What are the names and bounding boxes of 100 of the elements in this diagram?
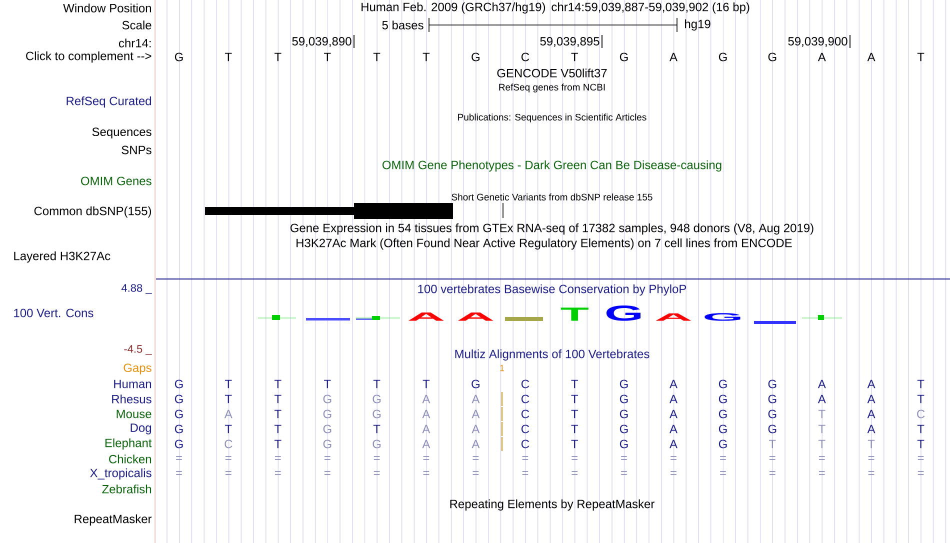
header-text: chr14:59,039,887-59,039,902 (16 bp)	[552, 2, 750, 14]
base-letter: A	[818, 394, 826, 404]
track-label: Gaps	[124, 364, 152, 374]
species-label: X_tropicalis	[90, 468, 152, 480]
base-letter: G	[174, 394, 183, 404]
gap-mark: =	[572, 471, 578, 475]
species-label: Chicken	[109, 454, 152, 464]
base-letter: A	[670, 410, 678, 418]
base-letter: A	[867, 424, 876, 434]
base-letter: G	[323, 424, 332, 434]
track-title: Gene Expression in 54 tissues from GTEx RNA-seq of 17382 samples, 948 donors (V8, Aug 2019)	[290, 223, 814, 235]
base-letter: T	[274, 440, 282, 448]
base-letter: G	[620, 52, 628, 62]
gap-mark: =	[225, 471, 232, 475]
base-letter: G	[174, 410, 183, 418]
base-letter: A	[224, 410, 232, 418]
track-label: SNPs	[122, 146, 152, 154]
base-letter: G	[372, 440, 381, 448]
base-letter: G	[620, 424, 628, 434]
base-letter: G	[768, 52, 776, 62]
base-letter: G	[718, 410, 727, 418]
base-letter: T	[818, 410, 826, 418]
species-label: Human	[114, 380, 152, 388]
gap-mark: =	[918, 456, 924, 460]
base-letter: A	[818, 52, 826, 62]
base-letter: G	[472, 52, 480, 62]
track-title: Publications: Sequences in Scientific Articles	[458, 114, 646, 122]
base-letter: A	[472, 394, 480, 404]
track-label: Layered H3K27Ac	[14, 251, 110, 263]
track-title: OMIM Gene Phenotypes - Dark Green Can Be Disease-causing	[382, 160, 722, 172]
base-letter: T	[917, 424, 924, 434]
base-letter: G	[323, 410, 332, 418]
base-letter: C	[521, 394, 530, 404]
axis-value: -4.5 _	[124, 345, 152, 355]
conservation-letter: T	[560, 308, 588, 321]
gap-mark: =	[720, 456, 726, 460]
base-letter: T	[274, 410, 282, 418]
gap-mark: =	[868, 471, 874, 475]
base-letter: A	[422, 410, 430, 418]
coordinate-label: 59,039,900	[788, 37, 848, 47]
gap-mark: =	[522, 471, 528, 475]
base-letter: T	[324, 380, 331, 388]
conservation-letter: A	[458, 312, 494, 321]
base-letter: T	[571, 410, 578, 418]
gap-mark: =	[621, 471, 627, 475]
track-title: Repeating Elements by RepeatMasker	[450, 499, 654, 511]
base-letter: A	[867, 380, 876, 388]
gap-mark: =	[472, 456, 479, 460]
conservation-letter: G	[704, 313, 740, 321]
axis-value: 4.88 _	[121, 284, 152, 294]
base-letter: T	[225, 394, 232, 404]
base-letter: A	[670, 424, 678, 434]
base-letter: T	[225, 424, 232, 434]
gap-mark: =	[572, 456, 578, 460]
base-letter: G	[174, 440, 183, 448]
base-letter: G	[718, 394, 727, 404]
gap-mark: =	[176, 456, 182, 460]
base-letter: G	[620, 440, 628, 448]
gap-mark: =	[472, 471, 479, 475]
species-label: Dog	[130, 424, 152, 434]
base-letter: G	[620, 394, 628, 404]
base-letter: G	[372, 410, 381, 418]
gap-mark: =	[918, 471, 924, 475]
gap-mark: =	[720, 471, 726, 475]
base-letter: T	[769, 440, 776, 448]
track-title: GENCODE V50lift37	[497, 68, 607, 78]
base-letter: T	[917, 52, 924, 62]
gap-mark: =	[274, 456, 281, 460]
base-letter: A	[422, 394, 430, 404]
base-letter: G	[768, 380, 776, 388]
track-label: Click to complement -->	[26, 51, 152, 63]
scale-label: hg19	[685, 19, 710, 31]
track-label: RepeatMasker	[74, 514, 152, 526]
base-letter: T	[571, 424, 578, 434]
base-letter: C	[521, 424, 530, 434]
track-label: RefSeq Curated	[66, 96, 151, 108]
base-letter: C	[521, 380, 530, 388]
base-letter: T	[571, 440, 578, 448]
base-letter: T	[571, 380, 578, 388]
base-letter: T	[917, 380, 924, 388]
gap-mark: =	[374, 456, 380, 460]
gap-mark: =	[374, 471, 380, 475]
track-label: chr14:	[118, 38, 151, 48]
base-letter: A	[472, 424, 480, 434]
base-letter: G	[718, 52, 727, 62]
species-label: Zebrafish	[102, 484, 152, 494]
base-letter: A	[670, 394, 678, 404]
base-letter: T	[274, 52, 282, 62]
base-letter: T	[324, 52, 331, 62]
track-label: Scale	[122, 20, 152, 30]
base-letter: C	[521, 52, 530, 62]
base-letter: T	[422, 380, 430, 388]
base-letter: G	[174, 380, 183, 388]
track-label: Window Position	[63, 4, 151, 12]
base-letter: A	[867, 394, 876, 404]
base-letter: A	[670, 52, 678, 62]
base-letter: G	[768, 424, 776, 434]
gap-count: 1	[500, 364, 504, 372]
base-letter: C	[917, 410, 925, 418]
base-letter: T	[571, 394, 578, 404]
